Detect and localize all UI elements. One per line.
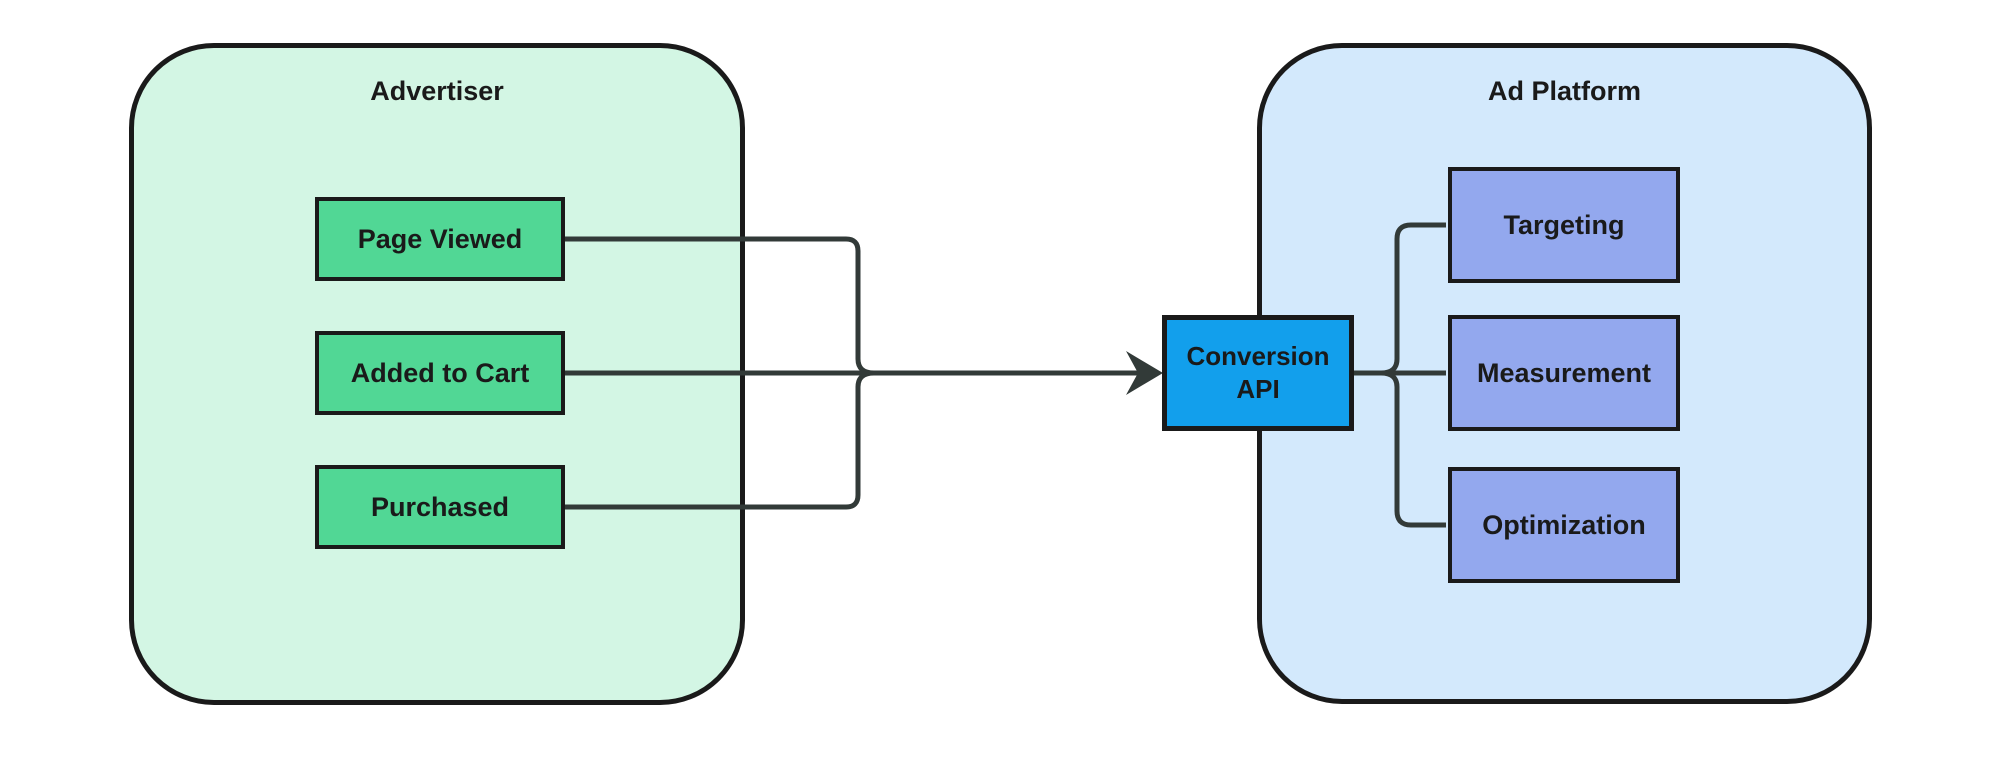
node-page-viewed: Page Viewed bbox=[315, 197, 565, 281]
ad-platform-group-title: Ad Platform bbox=[1487, 76, 1641, 106]
node-added-to-cart: Added to Cart bbox=[315, 331, 565, 415]
node-conversion-api: Conversion API bbox=[1162, 315, 1354, 431]
arrowhead-icon bbox=[1126, 351, 1163, 395]
conversion-api-label-line1: Conversion bbox=[1186, 341, 1330, 372]
node-purchased: Purchased bbox=[315, 465, 565, 549]
advertiser-group-title: Advertiser bbox=[370, 76, 504, 106]
node-measurement: Measurement bbox=[1448, 315, 1680, 431]
node-targeting: Targeting bbox=[1448, 167, 1680, 283]
node-optimization: Optimization bbox=[1448, 467, 1680, 583]
conversion-api-label-line2: API bbox=[1236, 374, 1280, 404]
